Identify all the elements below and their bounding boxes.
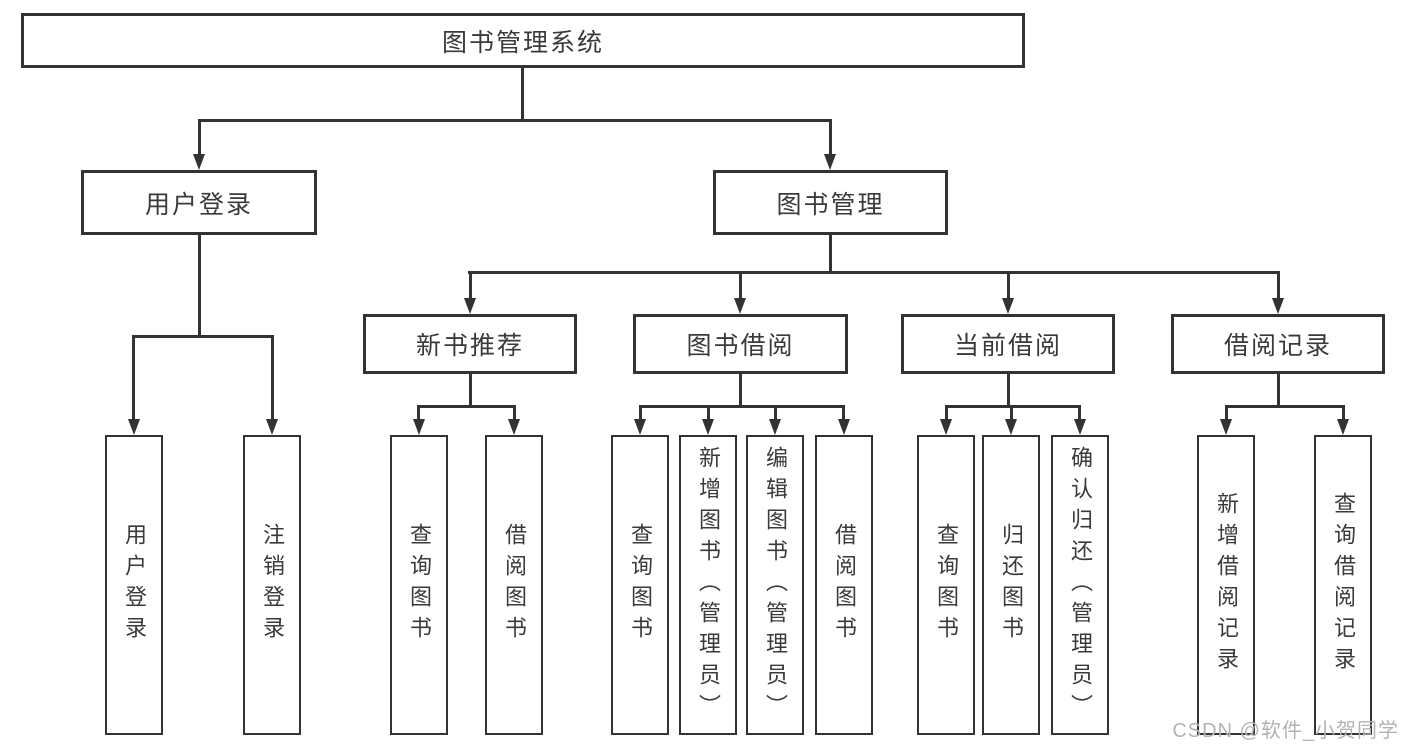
connector-stem	[417, 405, 420, 421]
leaf-user-login: 用户登录	[105, 435, 163, 735]
node-book-management: 图书管理	[713, 170, 948, 235]
leaf-label: 新增借阅记录	[1214, 492, 1239, 678]
leaf-add-borrow-record: 新增借阅记录	[1197, 435, 1255, 735]
connector-user-login-rail	[132, 335, 274, 338]
leaf-borrow-books-2: 借阅图书	[815, 435, 873, 735]
connector-stem	[469, 271, 472, 301]
arrow-down-icon	[702, 419, 714, 435]
leaf-confirm-return-admin: 确认归还（管理员）	[1051, 435, 1109, 735]
connector-stem	[132, 335, 135, 421]
node-label: 图书借阅	[686, 332, 795, 360]
connector-stem	[842, 405, 845, 421]
connector-root-rail	[198, 119, 832, 122]
arrow-down-icon	[1337, 419, 1349, 435]
leaf-label: 查询借阅记录	[1331, 492, 1356, 678]
arrow-down-icon	[769, 419, 781, 435]
connector-stem-user-login	[198, 119, 201, 156]
leaf-label: 查询图书	[628, 523, 653, 647]
connector-stem	[1277, 271, 1280, 301]
arrow-down-icon	[508, 419, 520, 435]
connector-group-rail	[945, 405, 1081, 408]
node-label: 新书推荐	[415, 332, 524, 360]
connector-root-drop	[521, 68, 524, 121]
connector-stem-book-management	[829, 119, 832, 156]
connector-stem	[739, 271, 742, 301]
leaf-label: 借阅图书	[502, 523, 527, 647]
connector-group-rail	[639, 405, 845, 408]
connector-group-drop	[469, 374, 472, 407]
connector-book-management-rail	[468, 271, 1279, 274]
leaf-label: 确认归还（管理员）	[1068, 445, 1093, 725]
connector-group-drop	[1007, 374, 1010, 407]
arrow-down-icon	[734, 298, 746, 314]
csdn-watermark: CSDN @软件_小贺同学	[1172, 720, 1399, 742]
node-new-book-recommendation: 新书推荐	[363, 314, 577, 374]
arrow-down-icon	[464, 298, 476, 314]
leaf-label: 用户登录	[122, 523, 147, 647]
leaf-query-books-3: 查询图书	[917, 435, 975, 735]
leaf-label: 归还图书	[999, 523, 1024, 647]
leaf-logout: 注销登录	[243, 435, 301, 735]
arrow-down-icon	[1005, 419, 1017, 435]
connector-stem	[1342, 405, 1345, 421]
root-node-library-management-system: 图书管理系统	[21, 13, 1025, 68]
arrow-down-icon	[413, 419, 425, 435]
leaf-edit-books-admin: 编辑图书（管理员）	[746, 435, 804, 735]
node-user-login-label: 用户登录	[144, 190, 253, 219]
leaf-label: 借阅图书	[832, 523, 857, 647]
leaf-query-borrow-record: 查询借阅记录	[1314, 435, 1372, 735]
connector-stem	[1078, 405, 1081, 421]
node-label: 借阅记录	[1223, 332, 1332, 360]
arrow-down-icon	[193, 154, 205, 170]
node-user-login: 用户登录	[81, 170, 317, 235]
leaf-label: 编辑图书（管理员）	[763, 445, 788, 725]
connector-group-rail	[417, 405, 516, 408]
connector-user-login-drop	[198, 235, 201, 337]
arrow-down-icon	[1220, 419, 1232, 435]
leaf-label: 查询图书	[407, 523, 432, 647]
connector-stem	[639, 405, 642, 421]
arrow-down-icon	[128, 419, 140, 435]
connector-stem	[1007, 271, 1010, 301]
connector-group-drop	[1277, 374, 1280, 407]
leaf-label: 注销登录	[260, 523, 285, 647]
connector-book-management-drop	[829, 235, 832, 273]
connector-stem	[1225, 405, 1228, 421]
connector-stem	[945, 405, 948, 421]
arrow-down-icon	[838, 419, 850, 435]
leaf-query-books-1: 查询图书	[390, 435, 448, 735]
leaf-return-books: 归还图书	[982, 435, 1040, 735]
node-current-borrowing: 当前借阅	[901, 314, 1115, 374]
arrow-down-icon	[634, 419, 646, 435]
leaf-add-books-admin: 新增图书（管理员）	[679, 435, 737, 735]
connector-stem	[774, 405, 777, 421]
arrow-down-icon	[1002, 298, 1014, 314]
arrow-down-icon	[266, 419, 278, 435]
node-label: 当前借阅	[953, 332, 1062, 360]
node-book-borrowing: 图书借阅	[633, 314, 848, 374]
connector-stem	[513, 405, 516, 421]
root-node-label: 图书管理系统	[441, 28, 604, 57]
node-book-management-label: 图书管理	[776, 190, 885, 219]
arrow-down-icon	[1074, 419, 1086, 435]
leaf-query-books-2: 查询图书	[611, 435, 669, 735]
connector-group-rail	[1225, 405, 1344, 408]
connector-group-drop	[739, 374, 742, 407]
leaf-label: 查询图书	[934, 523, 959, 647]
connector-stem	[271, 335, 274, 421]
leaf-label: 新增图书（管理员）	[696, 445, 721, 725]
leaf-borrow-books-1: 借阅图书	[485, 435, 543, 735]
arrow-down-icon	[940, 419, 952, 435]
arrow-down-icon	[1272, 298, 1284, 314]
node-borrowing-records: 借阅记录	[1171, 314, 1385, 374]
connector-stem	[707, 405, 710, 421]
connector-stem	[1010, 405, 1013, 421]
arrow-down-icon	[824, 154, 836, 170]
